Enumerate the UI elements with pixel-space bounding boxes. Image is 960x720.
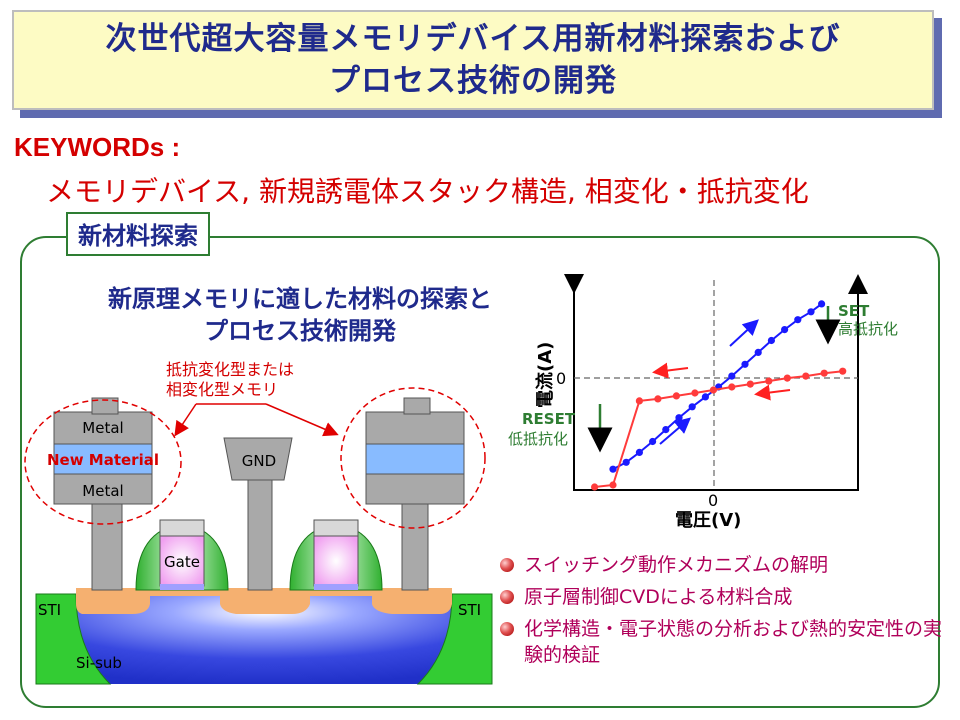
blue-arrow-upper <box>729 319 759 347</box>
series-1-point <box>765 377 773 385</box>
series-1-line <box>594 370 843 488</box>
new-material-label: New Material <box>47 451 159 469</box>
bullet-item: 原子層制御CVDによる材料合成 <box>500 584 950 610</box>
right-callout-circle <box>340 387 486 529</box>
callout-line-2: 相変化型メモリ <box>166 380 278 399</box>
series-0-point <box>688 403 696 411</box>
section-subtitle: 新原理メモリに適した材料の探索と プロセス技術開発 <box>40 283 560 347</box>
series-1-point <box>783 374 791 382</box>
bullet-text: スイッチング動作メカニズムの解明 <box>524 554 829 576</box>
series-1-point <box>672 392 681 400</box>
x-axis-label: 電圧(V) <box>675 510 741 531</box>
section-frame <box>20 236 940 708</box>
series-0-point <box>662 426 670 434</box>
left-callout-circle <box>24 399 182 525</box>
gnd-contact <box>223 437 293 481</box>
callout-line-1: 抵抗変化型または <box>166 360 294 379</box>
series-0-point <box>818 300 826 308</box>
gnd-plug <box>247 479 273 591</box>
subtitle-line-1: 新原理メモリに適した材料の探索と <box>108 285 492 313</box>
reset-sub-label: 低抵抗化 <box>508 430 568 448</box>
series-1-point <box>609 481 617 489</box>
gate-label: Gate <box>164 553 200 571</box>
x-zero-label: 0 <box>708 491 718 510</box>
blue-arrow-lower <box>659 417 692 445</box>
right-metal-bottom <box>365 473 465 505</box>
metal-bottom-label: Metal <box>82 482 123 500</box>
y-zero-label: 0 <box>556 369 566 388</box>
series-0-point <box>741 360 749 368</box>
right-plug <box>401 499 429 591</box>
left-metal-bottom <box>53 473 153 505</box>
y-axis-label: 電流(A) <box>534 342 556 408</box>
series-1-point <box>635 397 644 405</box>
series-0-point <box>781 326 789 334</box>
diffusion-center <box>220 594 310 614</box>
keywords-text: メモリデバイス, 新規誘電体スタック構造, 相変化・抵抗変化 <box>46 175 809 208</box>
set-label: SET <box>838 302 870 320</box>
series-1-point <box>709 386 718 394</box>
series-0-point <box>728 372 736 380</box>
red-arrow-lower <box>754 384 791 401</box>
metal-top-label: Metal <box>82 419 123 437</box>
right-metal-top <box>365 411 465 445</box>
bullet-text: 化学構造・電子状態の分析および熱的安定性の実験的検証 <box>524 618 943 666</box>
series-1-point <box>591 483 599 491</box>
chart-axes <box>564 274 868 491</box>
callout-arrow-left <box>174 403 197 437</box>
bullet-text: 原子層制御CVDによる材料合成 <box>524 586 793 608</box>
series-0-point <box>675 414 683 422</box>
series-0-point <box>649 437 657 446</box>
series-1-point <box>820 369 828 377</box>
series-0-point <box>635 448 644 456</box>
gate-left-body <box>159 535 205 587</box>
bullet-item: 化学構造・電子状態の分析および熱的安定性の実験的検証 <box>500 616 950 668</box>
bullet-dot-icon <box>500 622 514 636</box>
keywords-label: KEYWORDs : <box>14 132 181 162</box>
section-label: 新材料探索 <box>66 212 210 256</box>
red-arrow-upper <box>652 362 689 379</box>
series-0-point <box>701 393 710 401</box>
title-line-2: プロセス技術の開発 <box>329 63 617 99</box>
series-1-point <box>839 367 847 375</box>
bullet-list: スイッチング動作メカニズムの解明 原子層制御CVDによる材料合成 化学構造・電子… <box>500 552 950 674</box>
left-new-material-layer <box>53 443 153 475</box>
series-0-point <box>609 465 617 473</box>
series-1-point <box>691 389 699 397</box>
series-0-point <box>807 308 815 316</box>
gate-right-body <box>313 535 359 587</box>
series-0-point <box>794 316 802 324</box>
series-1-point <box>654 395 662 403</box>
series-1-point <box>802 372 810 380</box>
series-1-point <box>746 380 754 388</box>
title-line-1: 次世代超大容量メモリデバイス用新材料探索および <box>105 21 841 57</box>
set-sub-label: 高抵抗化 <box>838 320 898 338</box>
series-0-point <box>622 458 630 466</box>
title-banner: 次世代超大容量メモリデバイス用新材料探索および プロセス技術の開発 <box>12 10 934 110</box>
diffusion-left <box>76 594 150 614</box>
substrate-label: Si-sub <box>76 654 122 672</box>
subtitle-line-2: プロセス技術開発 <box>204 317 396 345</box>
bullet-dot-icon <box>500 590 514 604</box>
gnd-label: GND <box>242 452 276 470</box>
series-0-point <box>767 336 776 345</box>
bullet-item: スイッチング動作メカニズムの解明 <box>500 552 950 578</box>
sti-right-label: STI <box>458 601 481 619</box>
callout-arrow-right <box>265 403 339 437</box>
diffusion-right <box>372 594 452 614</box>
sti-left-label: STI <box>38 601 61 619</box>
left-top-contact <box>91 397 119 415</box>
right-top-contact <box>403 397 431 415</box>
reset-label: RESET <box>522 410 576 428</box>
left-metal-top <box>53 411 153 445</box>
bullet-dot-icon <box>500 558 514 572</box>
series-0-point <box>754 348 762 356</box>
series-1-point <box>728 383 736 391</box>
